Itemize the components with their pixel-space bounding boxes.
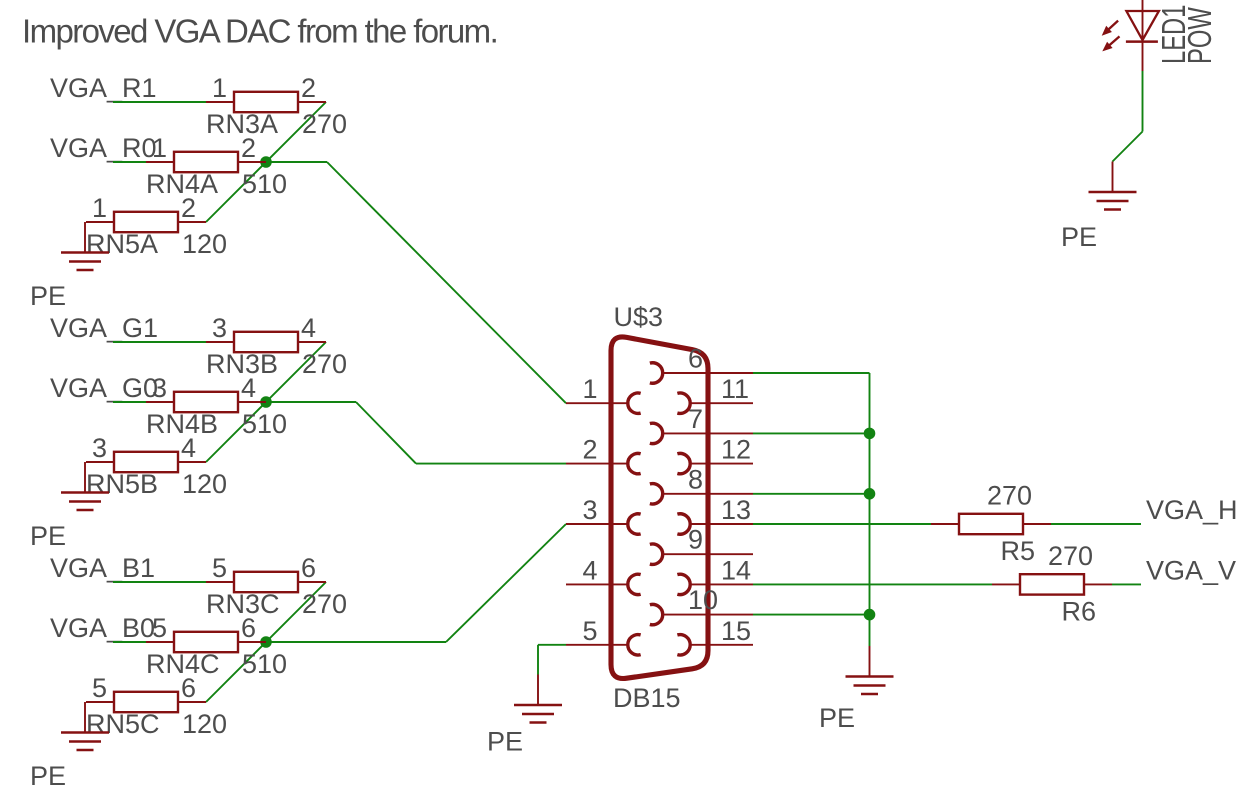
svg-text:Improved VGA DAC from the foru: Improved VGA DAC from the forum. [22, 13, 497, 50]
svg-text:VGA_V: VGA_V [1146, 555, 1236, 585]
svg-text:5: 5 [582, 616, 597, 646]
svg-text:RN4C: RN4C [146, 649, 220, 679]
svg-text:VGA_B0: VGA_B0 [50, 613, 155, 643]
svg-text:PE: PE [1061, 222, 1097, 252]
svg-text:3: 3 [152, 373, 167, 403]
svg-text:5: 5 [92, 673, 107, 703]
svg-text:6: 6 [301, 553, 316, 583]
svg-text:VGA_R1: VGA_R1 [50, 73, 157, 103]
svg-text:U$3: U$3 [614, 302, 664, 332]
svg-text:270: 270 [987, 481, 1032, 511]
svg-text:RN3B: RN3B [206, 349, 278, 379]
svg-text:3: 3 [212, 313, 227, 343]
svg-text:6: 6 [181, 673, 196, 703]
svg-text:5: 5 [152, 613, 167, 643]
svg-text:15: 15 [721, 616, 751, 646]
svg-text:120: 120 [182, 469, 227, 499]
svg-text:PE: PE [819, 703, 855, 733]
svg-text:270: 270 [1048, 541, 1093, 571]
svg-text:6: 6 [688, 344, 703, 374]
svg-text:LED1: LED1 [1156, 5, 1193, 64]
svg-text:R5: R5 [1001, 536, 1036, 566]
svg-text:4: 4 [241, 373, 256, 403]
svg-text:270: 270 [302, 109, 347, 139]
svg-text:1: 1 [582, 374, 597, 404]
svg-text:2: 2 [301, 73, 316, 103]
svg-text:510: 510 [242, 169, 287, 199]
svg-text:PE: PE [30, 281, 66, 311]
svg-text:120: 120 [182, 229, 227, 259]
svg-text:1: 1 [92, 193, 107, 223]
svg-text:13: 13 [721, 495, 751, 525]
svg-text:VGA_G1: VGA_G1 [50, 313, 158, 343]
svg-text:VGA_B1: VGA_B1 [50, 553, 155, 583]
svg-text:RN3C: RN3C [206, 589, 280, 619]
svg-text:9: 9 [688, 525, 703, 555]
svg-text:POW: POW [1182, 7, 1219, 64]
svg-text:14: 14 [721, 555, 751, 585]
svg-text:3: 3 [92, 433, 107, 463]
svg-text:VGA_G0: VGA_G0 [50, 373, 158, 403]
svg-text:11: 11 [721, 374, 749, 404]
svg-text:RN3A: RN3A [206, 109, 278, 139]
svg-text:510: 510 [242, 649, 287, 679]
svg-text:120: 120 [182, 709, 227, 739]
svg-text:RN5A: RN5A [86, 229, 158, 259]
svg-text:4: 4 [181, 433, 196, 463]
svg-text:270: 270 [302, 349, 347, 379]
svg-text:PE: PE [30, 521, 66, 551]
svg-text:RN4B: RN4B [146, 409, 218, 439]
svg-text:2: 2 [241, 133, 256, 163]
svg-text:VGA_R0: VGA_R0 [50, 133, 157, 163]
svg-text:VGA_H: VGA_H [1146, 495, 1236, 525]
svg-text:2: 2 [181, 193, 196, 223]
svg-text:RN5C: RN5C [86, 709, 160, 739]
svg-text:5: 5 [212, 553, 227, 583]
svg-text:4: 4 [582, 555, 597, 585]
svg-text:R6: R6 [1062, 596, 1097, 626]
svg-text:RN4A: RN4A [146, 169, 218, 199]
svg-text:DB15: DB15 [613, 683, 681, 713]
svg-text:7: 7 [688, 404, 703, 434]
svg-text:1: 1 [212, 73, 227, 103]
svg-text:RN5B: RN5B [86, 469, 158, 499]
svg-text:8: 8 [688, 464, 703, 494]
svg-text:3: 3 [582, 495, 597, 525]
svg-text:10: 10 [688, 585, 718, 615]
svg-text:4: 4 [301, 313, 316, 343]
svg-text:510: 510 [242, 409, 287, 439]
svg-text:PE: PE [487, 727, 523, 757]
svg-text:6: 6 [241, 613, 256, 643]
svg-text:1: 1 [152, 133, 167, 163]
svg-text:270: 270 [302, 589, 347, 619]
svg-text:PE: PE [30, 761, 66, 791]
svg-text:12: 12 [721, 435, 751, 465]
svg-text:2: 2 [582, 435, 597, 465]
